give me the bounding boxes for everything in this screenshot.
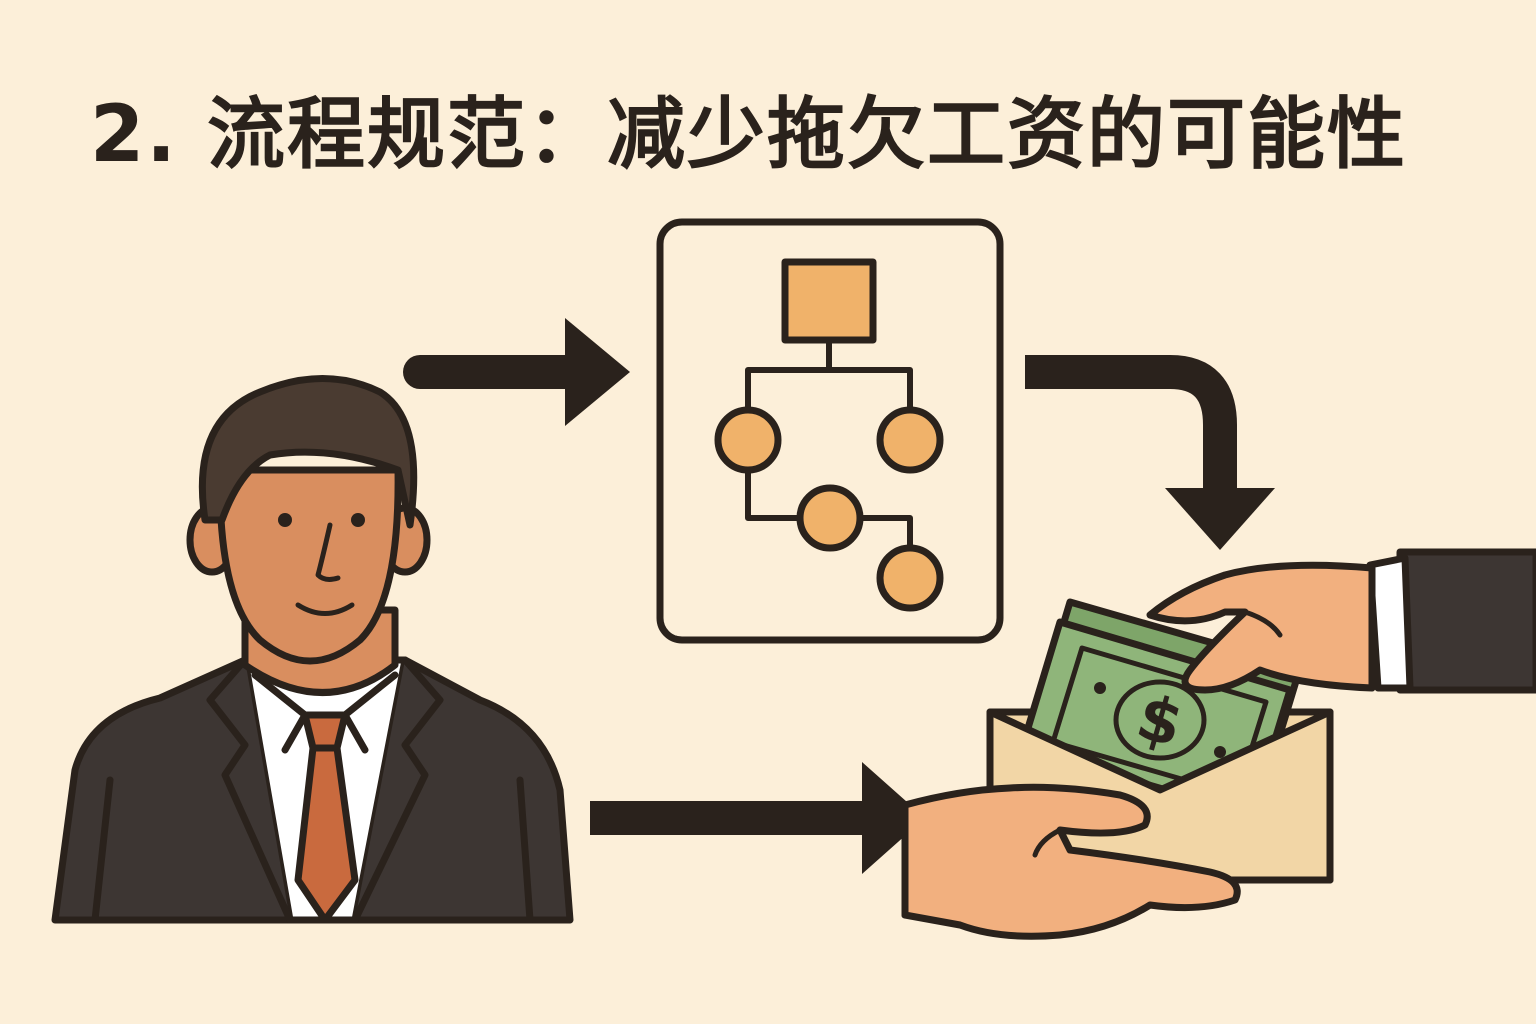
banknote-dot-left [1094,682,1106,694]
hand-giving-money-icon [1146,548,1536,694]
sleeve-seam-right [516,776,534,924]
hand-holding-envelope-icon [901,783,1241,940]
arrow-head-bottom [862,762,925,874]
flow-connectors [745,337,913,551]
flowchart-icon [656,218,1004,644]
hand-lower [901,783,1241,940]
sleeve-upper [1396,548,1536,694]
flow-node-left [714,406,782,474]
flow-node-bottom [876,544,944,612]
finger-line-lower [1032,827,1063,858]
arrow-head-top [565,318,630,426]
banknote-center [1113,679,1207,761]
arrow-right-icon [403,318,630,426]
flow-node-middle [796,484,864,552]
banknote-dot-right [1214,746,1226,758]
sleeve-seam-left [91,776,114,924]
eye-left [278,513,292,527]
flow-root-node [781,258,877,344]
lapel-right [351,656,444,924]
mouth [295,602,355,616]
page-title: 2. 流程规范：减少拖欠工资的可能性 [90,90,1408,180]
tie [294,744,359,924]
flow-node-right [876,406,944,474]
lapel-left [206,656,294,924]
collar-points [251,671,399,754]
flowchart-card [656,218,1004,644]
arrow-right-icon [590,762,925,874]
tie-knot [301,711,349,752]
arrow-shaft-turn [1025,355,1237,495]
businessman-icon [51,375,574,924]
shirt-cuff-upper [1366,554,1414,692]
hair [198,375,418,529]
arrow-head-turn [1165,488,1275,550]
eye-right [351,513,365,527]
arrow-turn-down-icon [1025,355,1275,550]
hand-upper [1146,561,1376,694]
nose [315,522,341,582]
finger-line-upper [1242,609,1283,638]
